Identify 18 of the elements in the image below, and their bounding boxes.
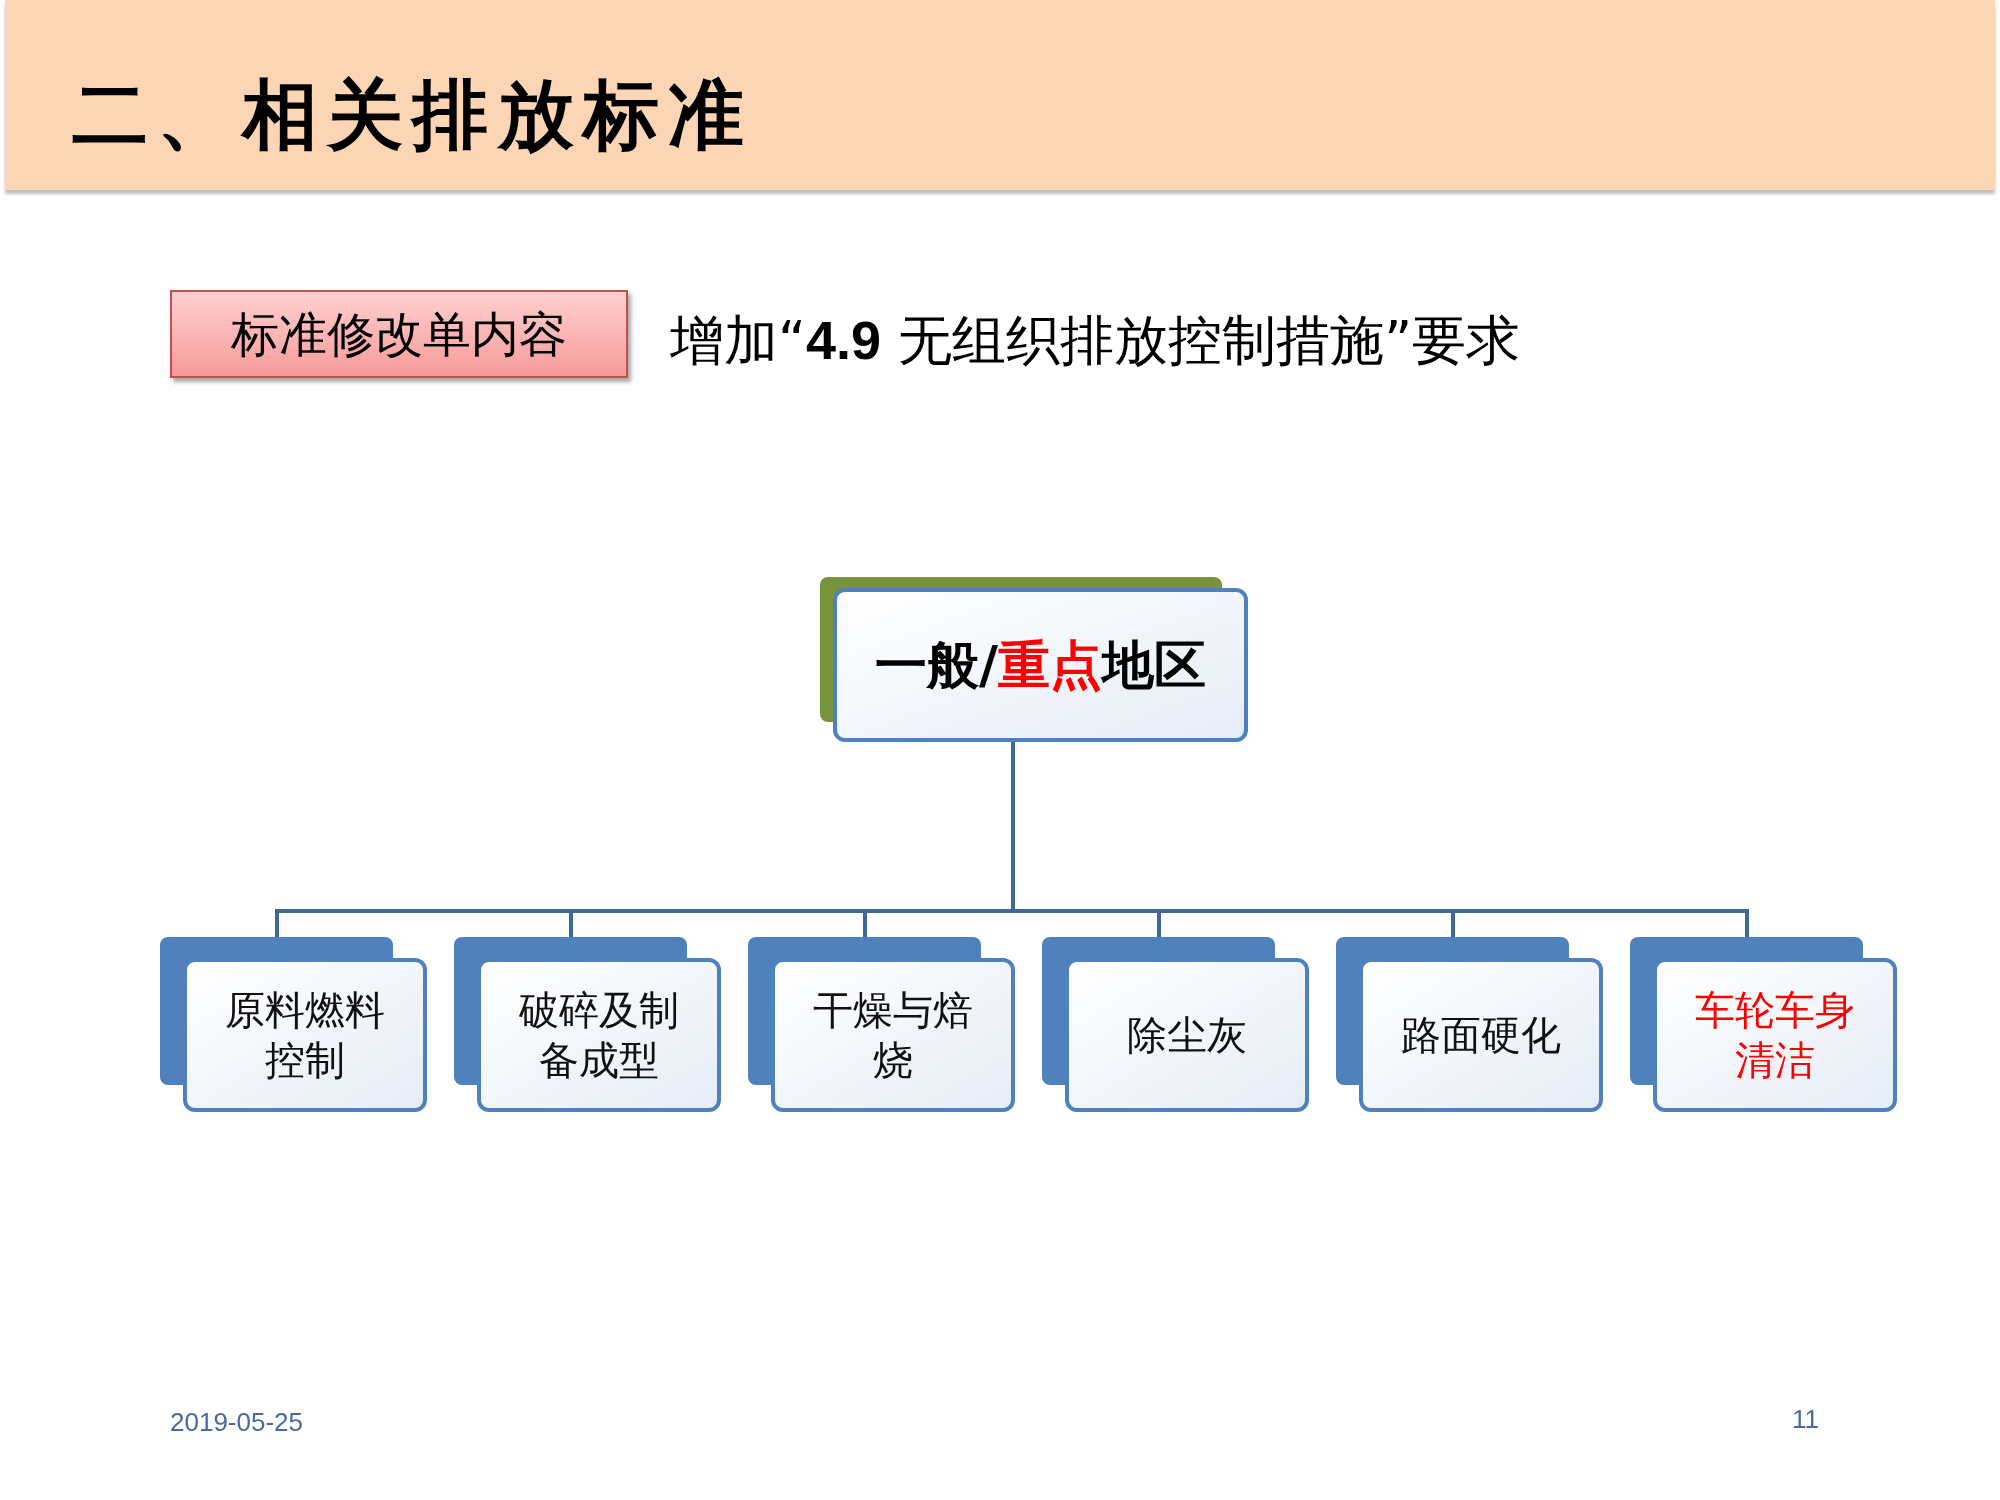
- box-label: 干燥与焙烧: [812, 986, 974, 1085]
- box-label: 路面硬化: [1401, 1011, 1561, 1060]
- box-label: 除尘灰: [1127, 1011, 1247, 1060]
- tag-box: 标准修改单内容: [170, 290, 628, 378]
- org-chart-node: [1630, 937, 1897, 1112]
- box-label: 原料燃料控制: [224, 986, 386, 1085]
- page-number: 11: [1792, 1403, 1819, 1436]
- org-chart-node: [1042, 937, 1309, 1112]
- org-chart-node: [160, 937, 427, 1112]
- org-chart-node: [454, 937, 721, 1112]
- box-label: 一般/重点地区: [875, 633, 1206, 697]
- slide-title: 二、相关排放标准: [72, 69, 753, 161]
- date-text: 2019-05-25: [170, 1406, 303, 1439]
- requirement-text: 增加“4.9 无组织排放控制措施”要求: [670, 308, 1521, 374]
- box-label: 车轮车身清洁: [1694, 986, 1856, 1085]
- org-chart-node: [748, 937, 1015, 1112]
- org-chart-node: [1336, 937, 1603, 1112]
- box-label: 破碎及制备成型: [518, 986, 680, 1085]
